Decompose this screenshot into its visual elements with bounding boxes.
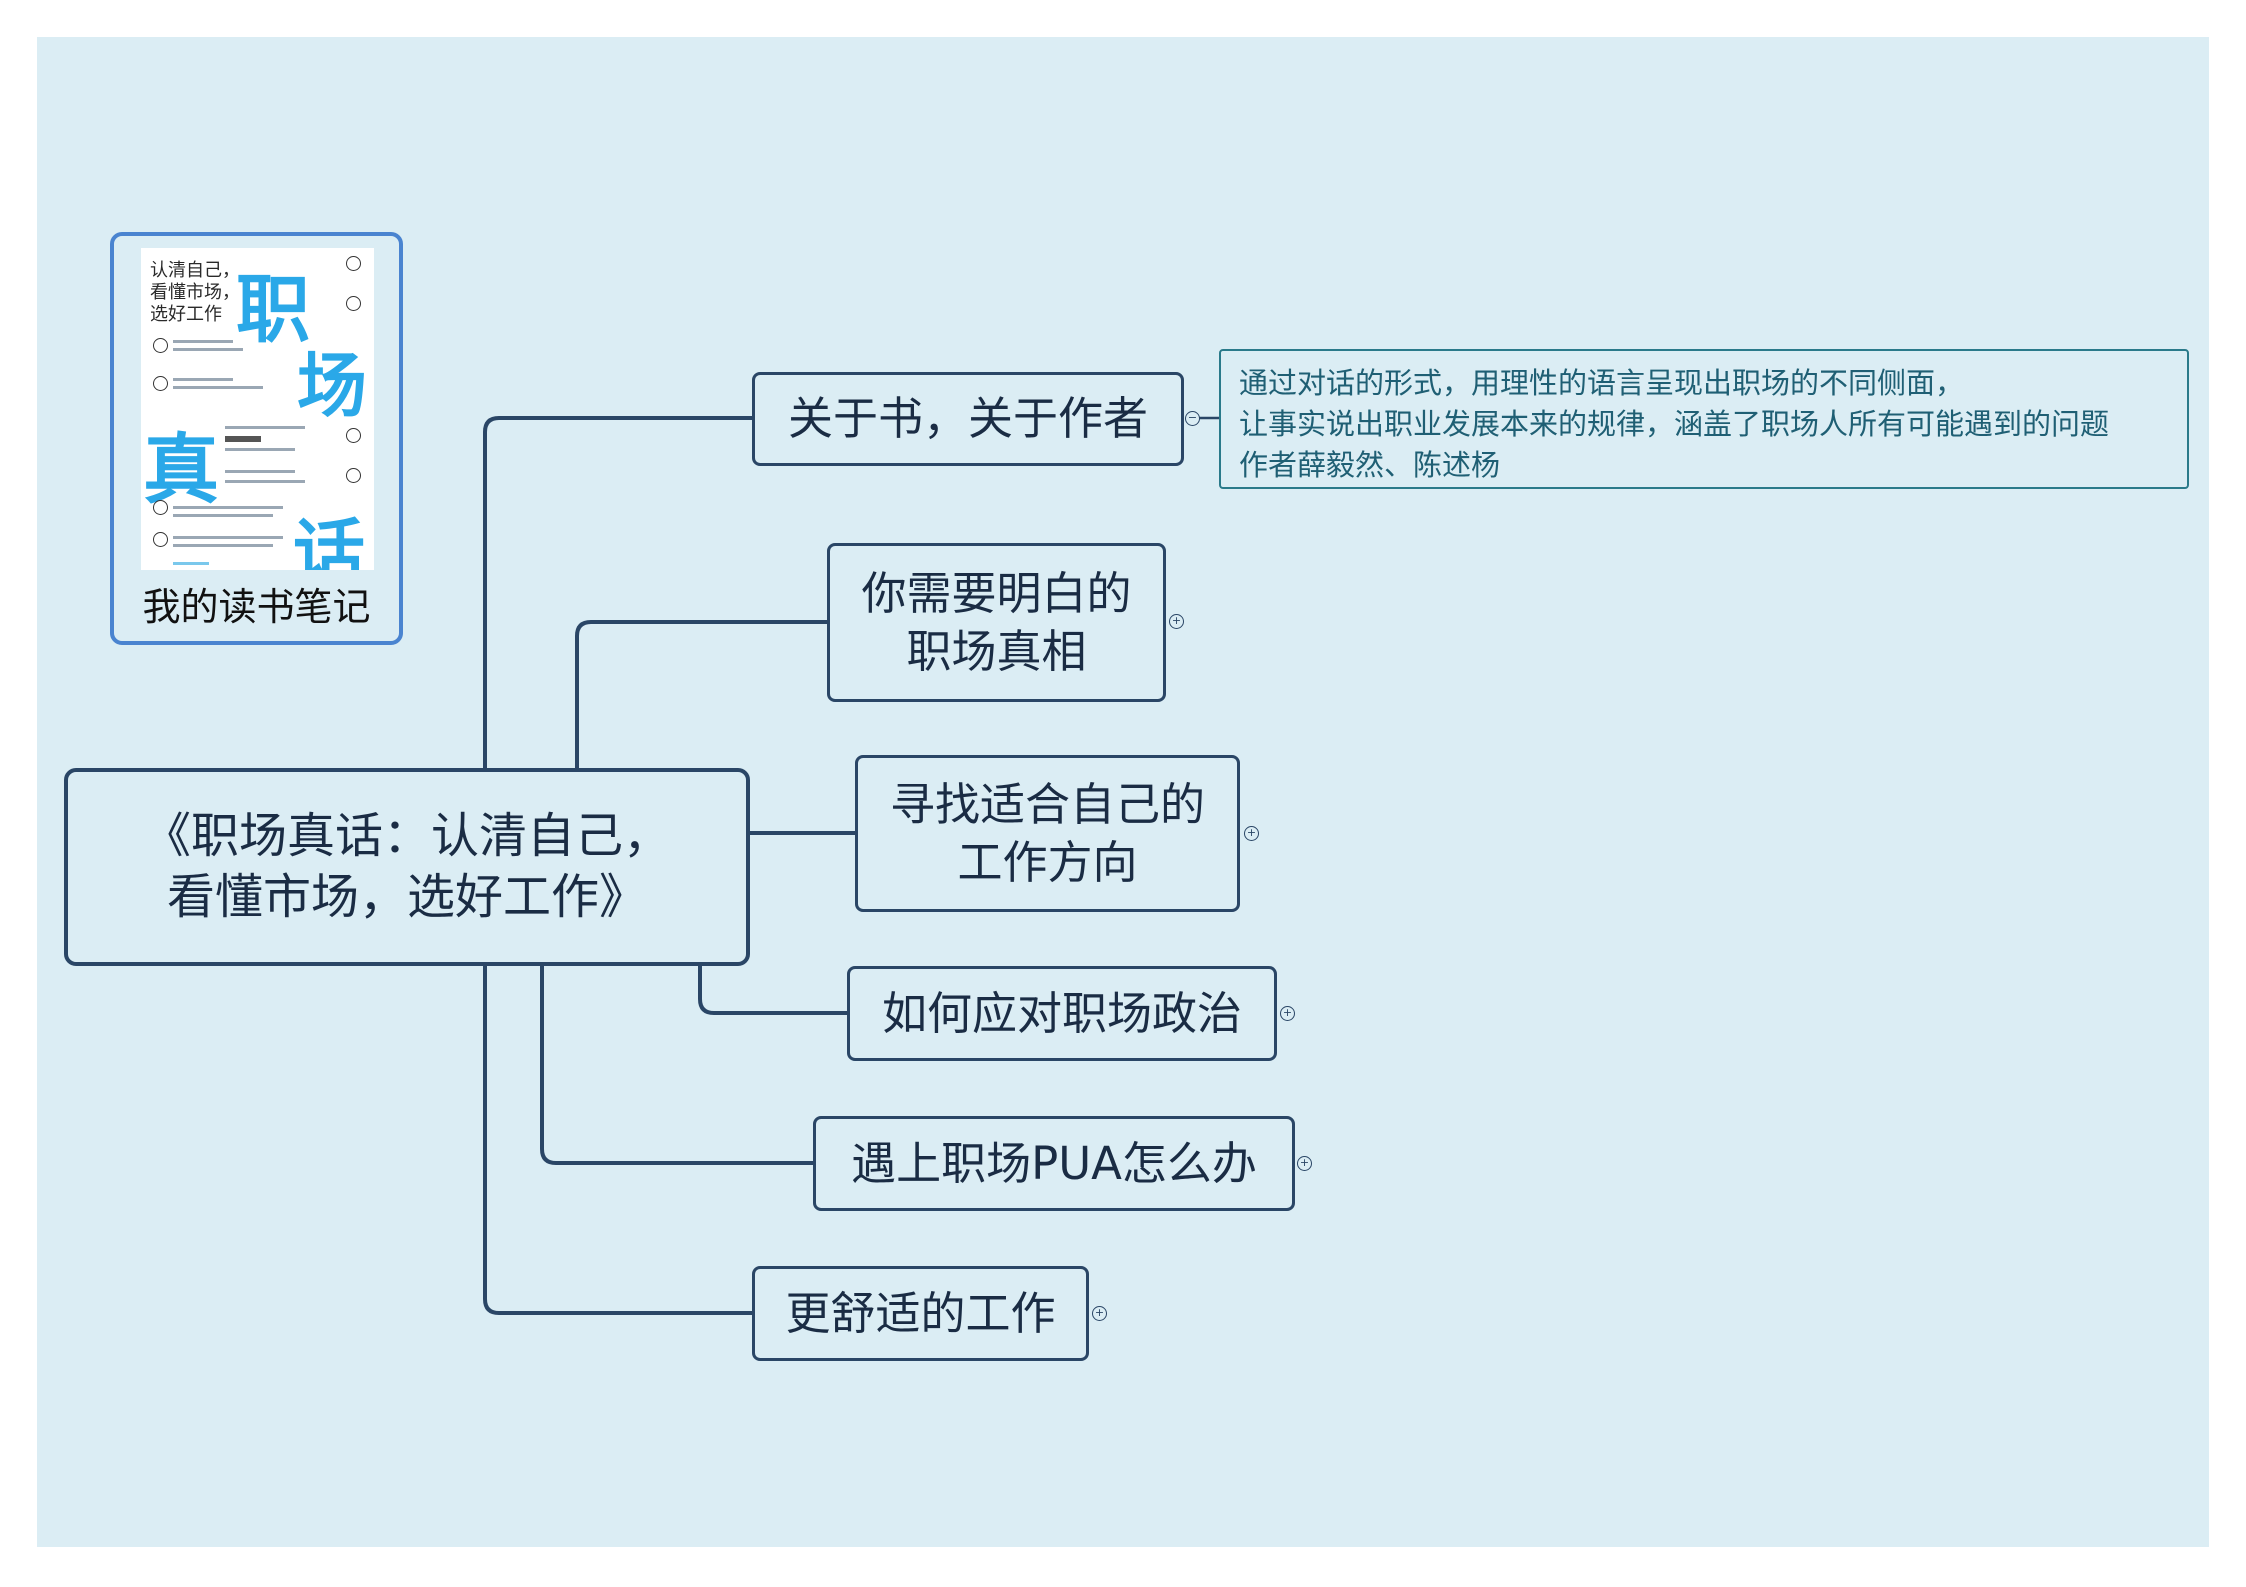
book-cover-card[interactable]: 认清自己， 看懂市场， 选好工作 职 场 真 话 我的读书笔记: [110, 232, 403, 645]
cover-text-line: [173, 340, 233, 343]
avatar: [346, 256, 361, 271]
cover-text-line: [225, 470, 295, 473]
branch-workplace-pua[interactable]: 遇上职场PUA怎么办: [813, 1116, 1295, 1211]
expand-icon[interactable]: +: [1297, 1156, 1312, 1171]
branch-office-politics[interactable]: 如何应对职场政治: [847, 966, 1277, 1061]
connector-branch-2: [575, 620, 830, 770]
branch-comfortable-work[interactable]: 更舒适的工作: [752, 1266, 1089, 1361]
collapse-icon[interactable]: −: [1185, 411, 1200, 426]
branch-label: 更舒适的工作: [785, 1286, 1056, 1340]
cover-char-3: 真: [143, 425, 219, 514]
branch-work-direction[interactable]: 寻找适合自己的 工作方向: [855, 755, 1240, 912]
avatar: [153, 376, 168, 391]
connector-branch-6: [483, 964, 756, 1315]
book-cover-image: 认清自己， 看懂市场， 选好工作 职 场 真 话: [141, 248, 374, 570]
branch-note: 通过对话的形式，用理性的语言呈现出职场的不同侧面， 让事实说出职业发展本来的规律…: [1219, 349, 2189, 489]
note-line-3: 作者薛毅然、陈述杨: [1239, 448, 1501, 482]
cover-text-line: [225, 426, 305, 429]
avatar: [346, 428, 361, 443]
cover-caption: 我的读书笔记: [142, 585, 371, 629]
cover-text-line: [173, 544, 273, 547]
branch-label: 遇上职场PUA怎么办: [851, 1136, 1257, 1190]
avatar: [346, 296, 361, 311]
avatar: [153, 500, 168, 515]
branch-about-book[interactable]: 关于书，关于作者: [752, 372, 1184, 466]
cover-char-4: 话: [293, 511, 366, 570]
expand-icon[interactable]: +: [1280, 1006, 1295, 1021]
branch-label: 你需要明白的 职场真相: [861, 566, 1132, 678]
cover-title: 认清自己， 看懂市场， 选好工作: [150, 260, 240, 325]
cover-text-line: [173, 506, 283, 509]
cover-text-line: [173, 562, 209, 565]
cover-text-line: [173, 536, 283, 539]
note-line-1: 通过对话的形式，用理性的语言呈现出职场的不同侧面，: [1239, 366, 1965, 400]
connector-branch-1: [483, 416, 758, 770]
cover-text-line: [173, 348, 243, 351]
branch-label: 如何应对职场政治: [881, 986, 1242, 1040]
expand-icon[interactable]: +: [1244, 826, 1259, 841]
cover-text-line: [225, 448, 295, 451]
central-topic[interactable]: 《职场真话：认清自己， 看懂市场，选好工作》: [64, 768, 750, 966]
cover-text-line: [173, 514, 273, 517]
avatar: [153, 532, 168, 547]
cover-text-line: [225, 480, 305, 483]
branch-label: 寻找适合自己的 工作方向: [889, 777, 1205, 889]
avatar: [346, 468, 361, 483]
avatar: [153, 338, 168, 353]
cover-char-2: 场: [297, 345, 367, 427]
expand-icon[interactable]: +: [1169, 614, 1184, 629]
connector-branch-4: [698, 964, 850, 1015]
cover-text-line: [173, 378, 233, 381]
connector-branch-5: [540, 964, 817, 1165]
note-line-2: 让事实说出职业发展本来的规律，涵盖了职场人所有可能遇到的问题: [1239, 407, 2110, 441]
branch-workplace-truth[interactable]: 你需要明白的 职场真相: [827, 543, 1166, 702]
central-topic-label: 《职场真话：认清自己， 看懂市场，选好工作》: [142, 807, 671, 925]
cover-char-1: 职: [236, 267, 310, 353]
cover-text-line: [173, 386, 263, 389]
branch-label: 关于书，关于作者: [787, 392, 1148, 446]
cover-text-line: [225, 436, 261, 442]
expand-icon[interactable]: +: [1092, 1306, 1107, 1321]
